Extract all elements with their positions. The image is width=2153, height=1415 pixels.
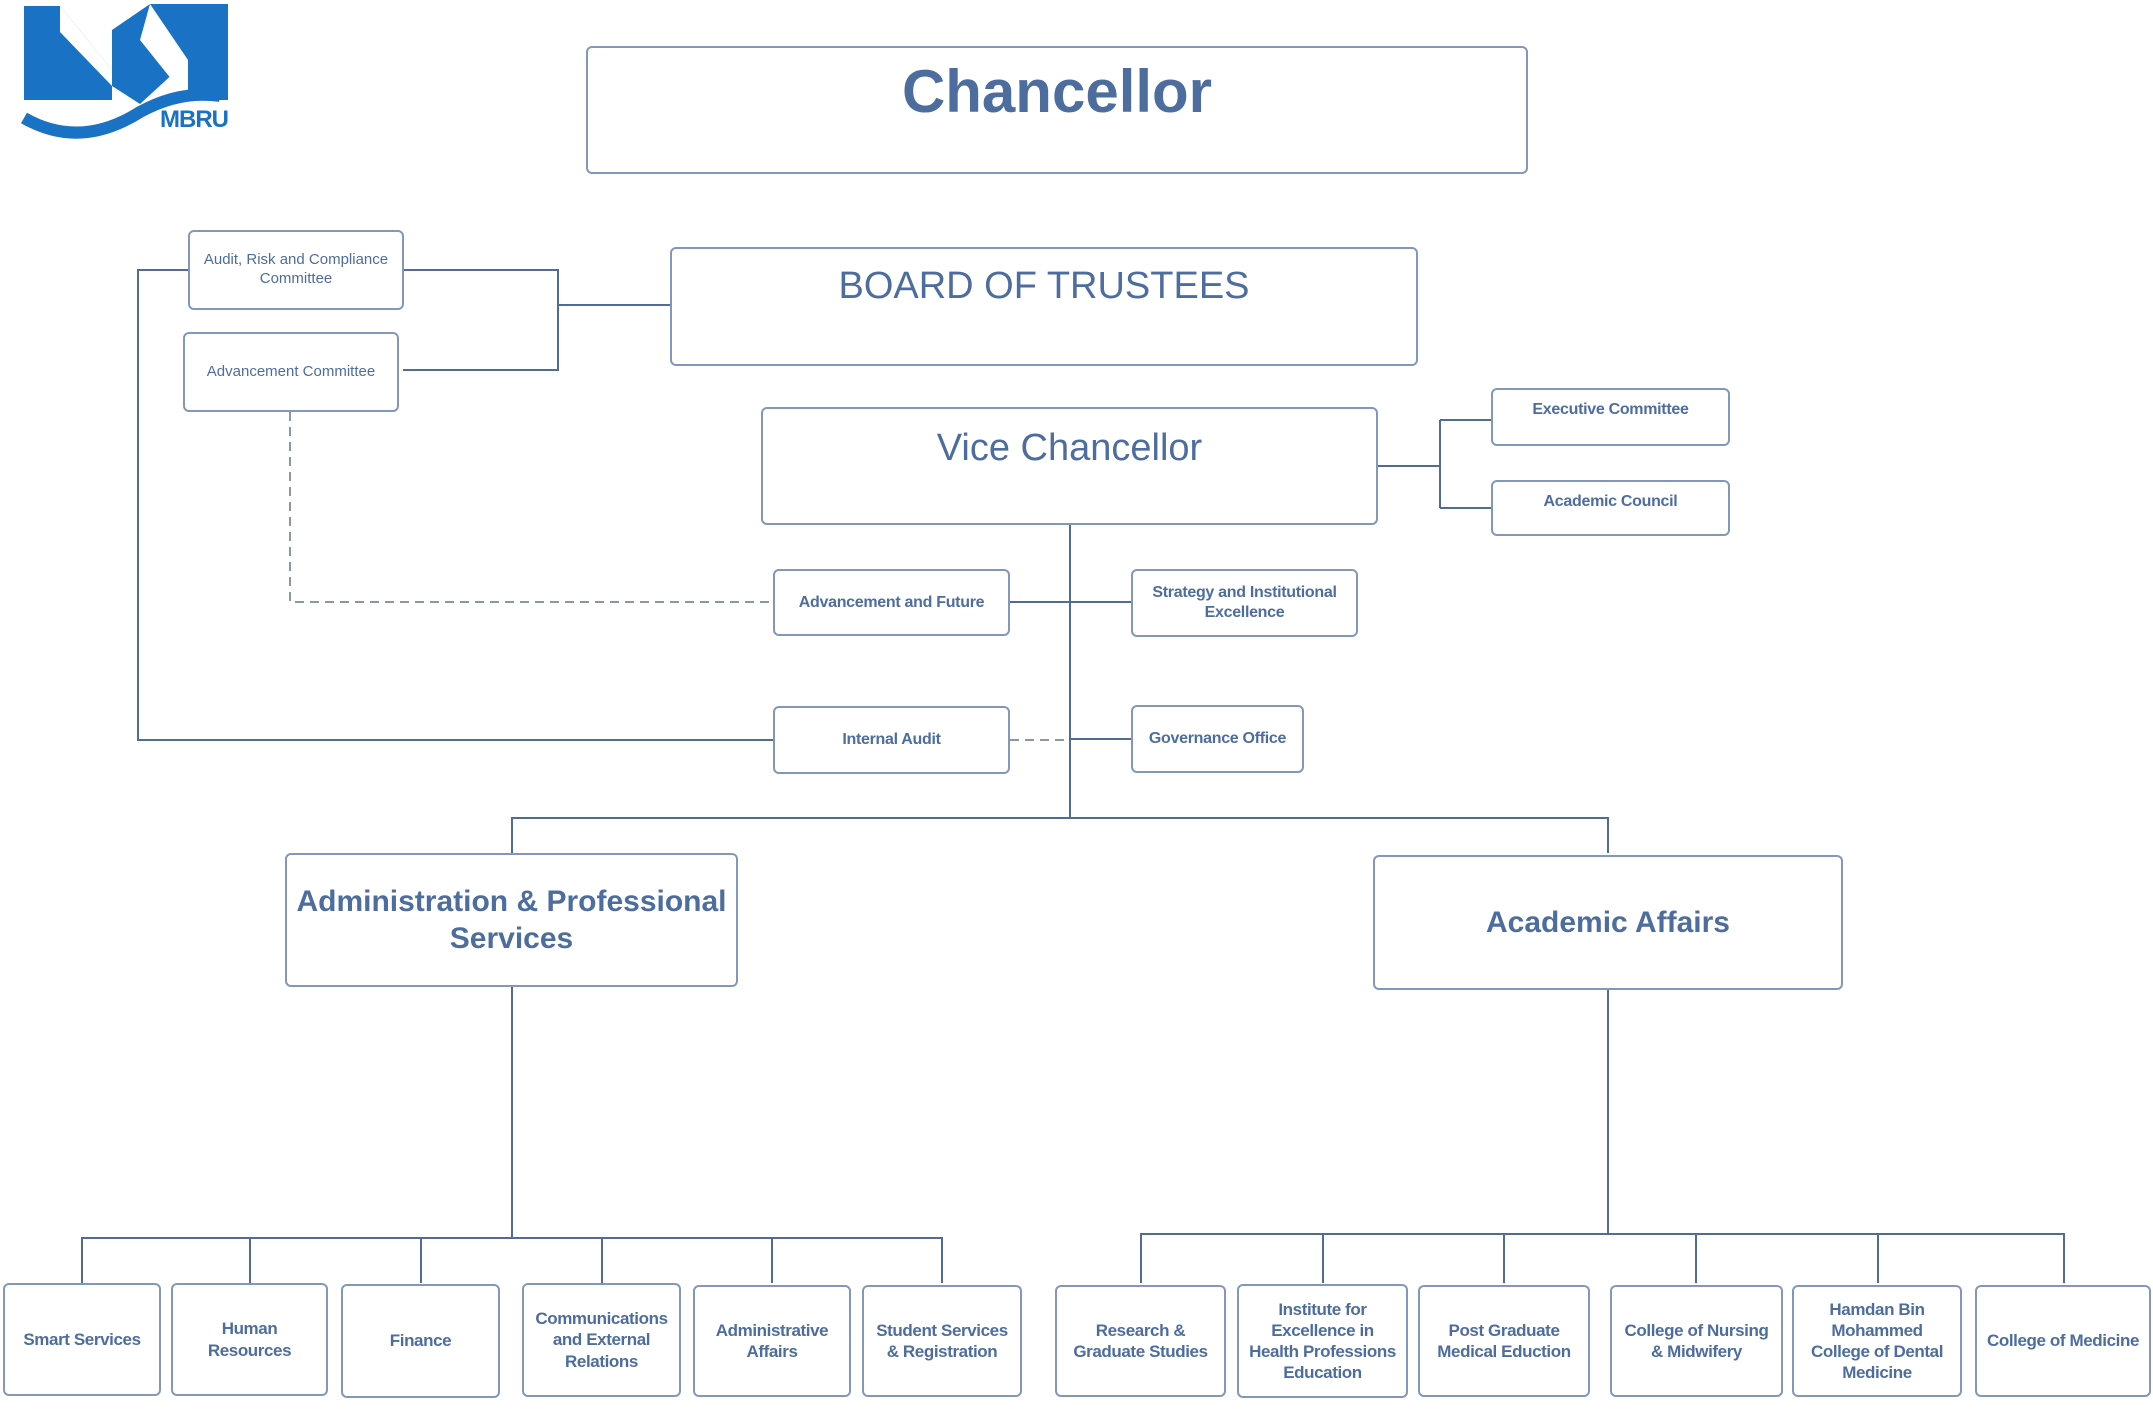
- mbru-logo: MBRU: [20, 0, 235, 140]
- connector-vc-committees: [1378, 419, 1491, 509]
- internal-audit-label: Internal Audit: [842, 731, 941, 748]
- audit-risk-committee-label: Audit, Risk and Compliance Committee: [203, 251, 389, 287]
- admin-unit-administrative-affairs[interactable]: Administrative Affairs: [693, 1285, 851, 1397]
- academic-unit-label: Hamdan Bin Mohammed College of Dental Me…: [1810, 1299, 1944, 1383]
- admin-unit-label: Communications and External Relations: [535, 1309, 668, 1371]
- vice-chancellor-box[interactable]: Vice Chancellor: [761, 407, 1378, 525]
- strategy-excellence-box[interactable]: Strategy and Institutional Excellence: [1131, 569, 1358, 637]
- chancellor-label: Chancellor: [901, 58, 1213, 125]
- connector-audit-internal-audit: [137, 269, 773, 741]
- academic-council-box[interactable]: Academic Council: [1491, 480, 1730, 536]
- admin-professional-services-label: Administration & Professional Services: [296, 884, 727, 956]
- logo-text: MBRU: [160, 106, 229, 133]
- vice-chancellor-label: Vice Chancellor: [936, 427, 1203, 469]
- advancement-committee-label: Advancement Committee: [206, 362, 376, 380]
- connector-committees-board: [403, 269, 670, 371]
- academic-unit-research-graduate[interactable]: Research & Graduate Studies: [1055, 1285, 1226, 1397]
- admin-unit-label: Administrative Affairs: [715, 1320, 829, 1361]
- audit-risk-committee-box[interactable]: Audit, Risk and Compliance Committee: [188, 230, 404, 310]
- academic-unit-label: College of Medicine: [1986, 1331, 2140, 1351]
- strategy-excellence-label: Strategy and Institutional Excellence: [1152, 584, 1337, 621]
- academic-council-label: Academic Council: [1543, 493, 1678, 510]
- advancement-future-box[interactable]: Advancement and Future: [773, 569, 1010, 636]
- board-of-trustees-label: BOARD OF TRUSTEES: [838, 265, 1250, 307]
- academic-unit-dental-medicine[interactable]: Hamdan Bin Mohammed College of Dental Me…: [1792, 1285, 1962, 1397]
- academic-affairs-box[interactable]: Academic Affairs: [1373, 855, 1843, 990]
- connector-academic-units: [1140, 1233, 2065, 1283]
- chancellor-box[interactable]: Chancellor: [586, 46, 1528, 174]
- connector-divisions: [511, 817, 1609, 853]
- academic-unit-college-medicine[interactable]: College of Medicine: [1975, 1285, 2151, 1397]
- academic-unit-nursing-midwifery[interactable]: College of Nursing & Midwifery: [1610, 1285, 1783, 1397]
- executive-committee-box[interactable]: Executive Committee: [1491, 388, 1730, 446]
- advancement-future-label: Advancement and Future: [798, 593, 985, 611]
- dashed-advancement-link: [289, 412, 773, 603]
- admin-unit-communications[interactable]: Communications and External Relations: [522, 1283, 681, 1397]
- admin-professional-services-box[interactable]: Administration & Professional Services: [285, 853, 738, 987]
- academic-unit-label: Institute for Excellence in Health Profe…: [1249, 1299, 1396, 1383]
- governance-office-label: Governance Office: [1148, 730, 1287, 747]
- admin-unit-label: Smart Services: [23, 1329, 141, 1349]
- admin-unit-label: Student Services & Registration: [876, 1320, 1008, 1361]
- admin-unit-label: Finance: [389, 1331, 452, 1351]
- academic-unit-institute-excellence[interactable]: Institute for Excellence in Health Profe…: [1237, 1284, 1408, 1398]
- mbru-logo-mark: [21, 4, 228, 139]
- academic-affairs-label: Academic Affairs: [1486, 905, 1730, 939]
- admin-unit-finance[interactable]: Finance: [341, 1284, 500, 1398]
- governance-office-box[interactable]: Governance Office: [1131, 705, 1304, 773]
- academic-unit-label: College of Nursing & Midwifery: [1624, 1320, 1769, 1361]
- internal-audit-box[interactable]: Internal Audit: [773, 706, 1010, 774]
- academic-unit-label: Post Graduate Medical Eduction: [1437, 1320, 1571, 1361]
- admin-unit-student-services[interactable]: Student Services & Registration: [862, 1285, 1022, 1397]
- board-of-trustees-box[interactable]: BOARD OF TRUSTEES: [670, 247, 1418, 366]
- executive-committee-label: Executive Committee: [1532, 401, 1689, 418]
- advancement-committee-box[interactable]: Advancement Committee: [183, 332, 399, 412]
- academic-unit-post-graduate[interactable]: Post Graduate Medical Eduction: [1418, 1285, 1590, 1397]
- connector-admin-units: [81, 1237, 943, 1283]
- academic-unit-label: Research & Graduate Studies: [1073, 1320, 1208, 1361]
- admin-unit-label: Human Resources: [207, 1319, 292, 1360]
- admin-unit-human-resources[interactable]: Human Resources: [171, 1283, 328, 1396]
- admin-unit-smart-services[interactable]: Smart Services: [3, 1283, 161, 1396]
